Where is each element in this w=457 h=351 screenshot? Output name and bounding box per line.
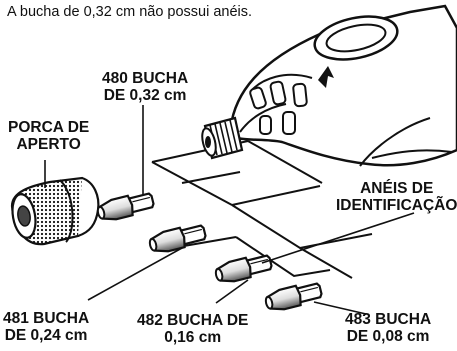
label-collet-482: 482 BUCHA DE 0,16 cm bbox=[137, 312, 249, 346]
collet-482 bbox=[212, 251, 275, 287]
collet-483 bbox=[262, 279, 325, 315]
rotary-tool-icon bbox=[201, 4, 457, 167]
leader-lines bbox=[44, 105, 415, 315]
collet-480 bbox=[94, 189, 157, 225]
collet-nut-icon bbox=[10, 176, 100, 246]
label-identification-rings: ANÉIS DE IDENTIFICAÇÃO bbox=[336, 180, 457, 214]
diagram-caption: A bucha de 0,32 cm não possui anéis. bbox=[7, 4, 253, 20]
label-collet-481: 481 BUCHA DE 0,24 cm bbox=[3, 310, 90, 344]
label-collet-483: 483 BUCHA DE 0,08 cm bbox=[345, 311, 432, 345]
guide-lines bbox=[151, 140, 373, 279]
label-collet-480: 480 BUCHA DE 0,32 cm bbox=[102, 70, 189, 104]
label-collet-nut: PORCA DE APERTO bbox=[8, 119, 90, 153]
